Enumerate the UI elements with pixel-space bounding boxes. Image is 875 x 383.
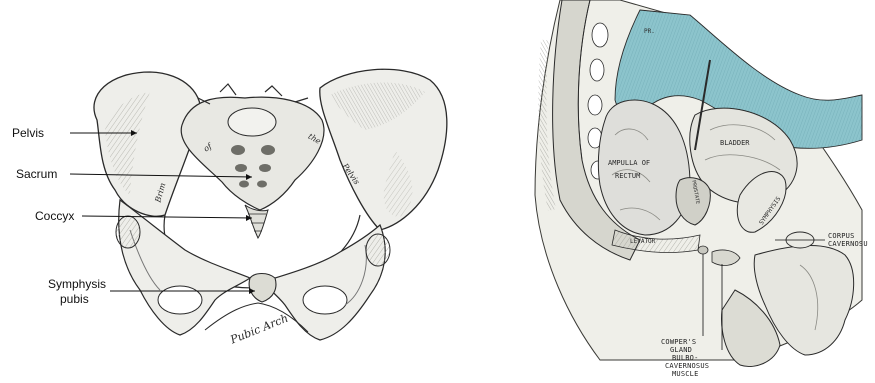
coccyx (245, 205, 268, 238)
label-bulbo-1: BULBO- (672, 354, 699, 362)
label-cowpers-1: COWPER'S (661, 338, 696, 346)
sagittal-illustration: AMPULLA OF RECTUM BLADDER PROSTATE SYMPH… (535, 0, 862, 366)
label-sacrum: Sacrum (16, 167, 57, 181)
label-symphysis-2: pubis (60, 292, 89, 306)
pelvis-illustration: Pubic Arch Brim of the Pelvis (70, 69, 447, 347)
label-symphysis-1: Symphysis (48, 277, 106, 291)
left-obturator-foramen (158, 286, 202, 314)
label-bulbo-3: MUSCLE (672, 370, 699, 378)
engraved-ampulla-2: RECTUM (615, 172, 640, 180)
left-pubis (119, 200, 250, 335)
engraved-pubic-arch: Pubic Arch (228, 312, 291, 347)
label-corpus-2: CAVERNOSU (828, 240, 868, 248)
engraved-bladder: BLADDER (720, 139, 750, 147)
label-corpus-1: CORPUS (828, 232, 855, 240)
cowpers-gland (698, 246, 708, 254)
engraved-pr: PR. (644, 28, 655, 35)
engraved-levator: LEVATOR (630, 238, 656, 245)
coccyx-leader (82, 216, 252, 218)
label-bulbo-2: CAVERNOSUS (665, 362, 709, 370)
engraved-ampulla-1: AMPULLA OF (608, 159, 650, 167)
right-obturator-foramen (303, 286, 347, 314)
label-coccyx: Coccyx (35, 209, 74, 223)
label-pelvis: Pelvis (12, 126, 44, 140)
label-cowpers-2: GLAND (670, 346, 692, 354)
pubic-symphysis (249, 274, 276, 303)
